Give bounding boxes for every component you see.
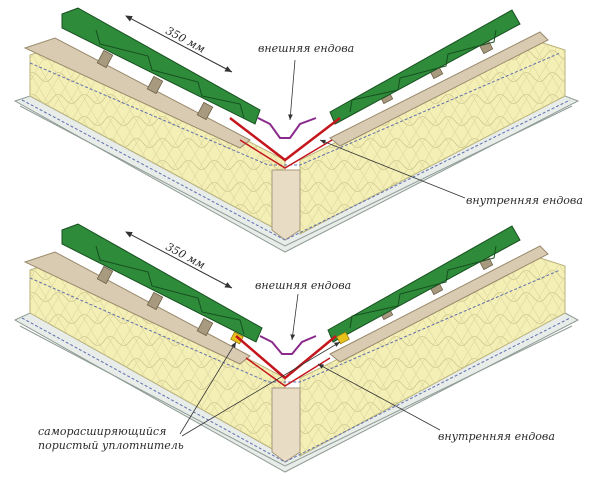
dimension-label-top: 350 мм [164,24,208,56]
inner-valley-top-edge [239,139,333,169]
batten-left-bottom [23,251,251,365]
outer-valley-label-bottom: внешняя ендова [255,279,351,292]
sealant-right [336,331,350,345]
outer-valley-top [257,117,317,139]
callout-inner-valley-top [319,139,466,199]
metal-tile-right-bottom-steps [349,245,497,329]
batten-right-bottom [329,245,549,363]
callout-sealant-right [181,341,341,437]
soffit-line-bottom [19,325,573,467]
outer-valley-bottom [259,335,317,355]
insulation-right-fibers [300,42,565,234]
inner-valley-label-top: внутренняя ендова [466,194,583,207]
callout-inner-valley-bottom [317,363,441,431]
inner-valley-label-bottom: внутренняя ендова [438,430,555,443]
metal-tile-right [329,9,521,125]
membrane-upper-bottom [29,269,561,383]
inner-valley-bottom [235,335,337,380]
sealant-label-line1: саморасширяющийся [38,425,166,438]
outer-valley-label-top: внешняя ендова [258,42,354,55]
inner-valley-bottom-edge [245,357,331,387]
metal-tile-left-bottom-steps [95,245,245,335]
dimension-line-top [125,15,233,73]
insulation-right-bottom-fibers [300,258,565,456]
soffit-line [19,105,573,247]
dimension-line-bottom [125,231,233,289]
membrane-lower-bottom [21,317,571,463]
metal-tile-right-steps [349,29,497,113]
insulation-left-fibers [30,45,285,234]
valley-rafter [271,169,301,241]
callout-sealant-left [179,341,237,435]
dimension-label-bottom: 350 мм [164,240,208,272]
batten-right [329,31,549,147]
batten-left [23,37,251,149]
insulation-left-bottom-fibers [30,260,285,456]
metal-tile-right-bottom [327,225,521,343]
diagram-top: 350 мм внешняя ендова внутренняя ендова [13,7,583,253]
inner-valley-top [229,117,341,162]
valley-rafter-bottom [271,387,301,463]
membrane-upper [29,52,561,166]
sealant-label-line2: пористый уплотнитель [38,439,184,452]
metal-tile-left-steps [95,29,245,119]
membrane-lower [21,99,571,241]
diagram-bottom: 350 мм внешняя ендова внутренняя ендова … [13,223,580,473]
callout-outer-valley-bottom [290,293,299,341]
callout-outer-valley-top [288,59,296,121]
